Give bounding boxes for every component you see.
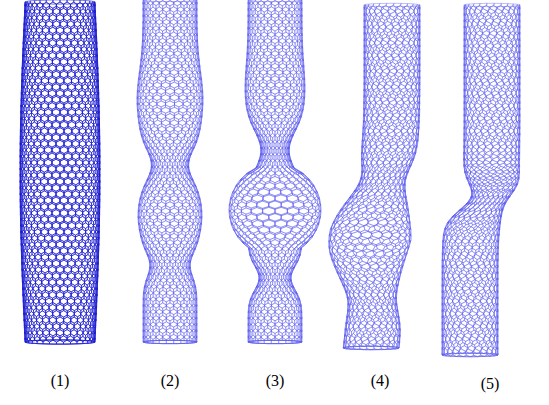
panel-label: (4) xyxy=(371,372,390,390)
panel-label: (1) xyxy=(51,372,70,390)
nanotube-mesh xyxy=(20,0,100,344)
nanotube-mesh xyxy=(442,3,520,356)
panel-label: (5) xyxy=(481,375,500,393)
nanotube-mesh xyxy=(137,0,203,344)
panel-label: (2) xyxy=(161,372,180,390)
nanotube-mesh xyxy=(329,3,420,349)
nanotube-mesh xyxy=(229,0,321,344)
panel-label: (3) xyxy=(266,372,285,390)
